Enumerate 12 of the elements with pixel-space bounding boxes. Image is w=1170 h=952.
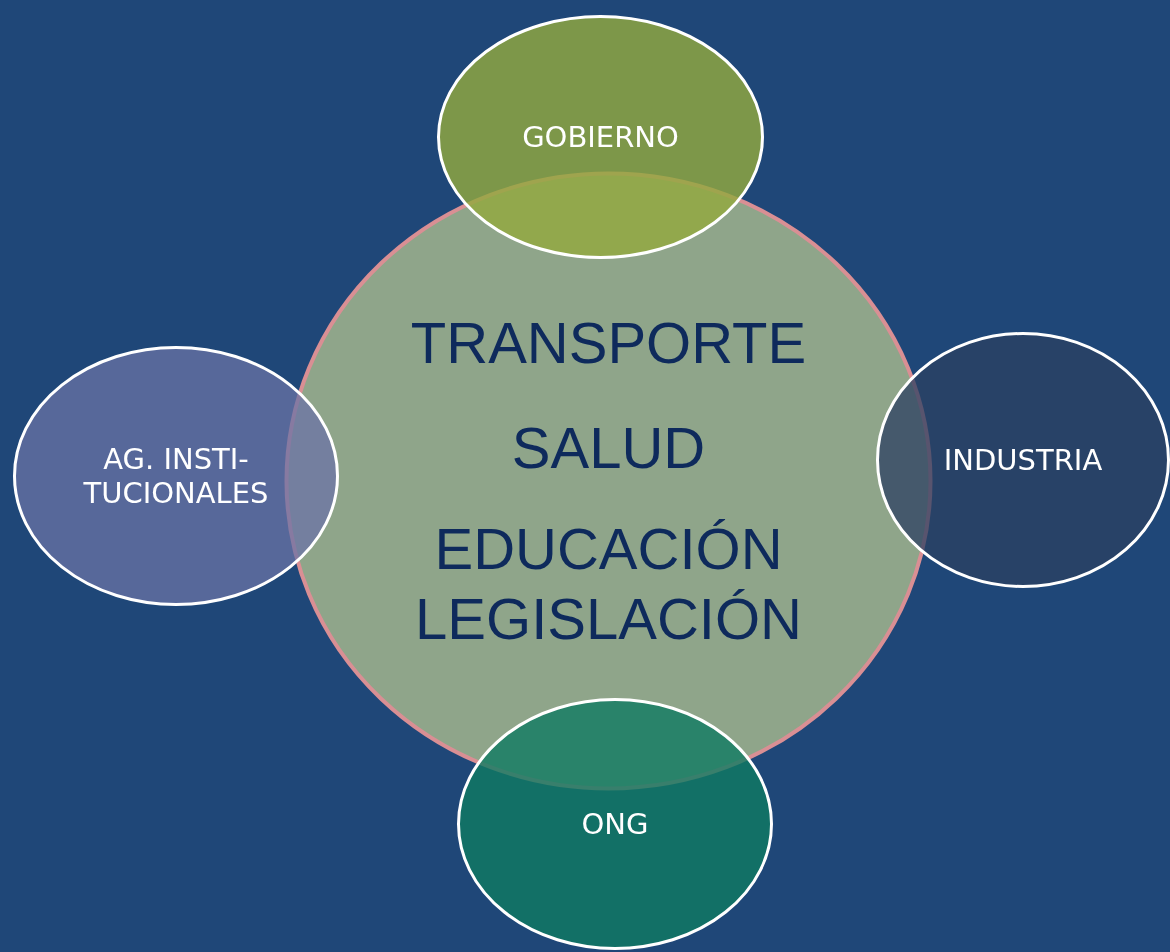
node-label: GOBIERNO xyxy=(521,120,680,154)
ellipse-node xyxy=(876,332,1170,588)
ellipse-node xyxy=(457,698,773,950)
ellipse-node xyxy=(13,346,339,606)
node-label: TRANSPORTE xyxy=(409,309,808,377)
ellipse-node xyxy=(437,15,764,259)
node-label: EDUCACIÓN xyxy=(433,515,784,583)
node-label: LEGISLACIÓN xyxy=(414,585,803,653)
node-label: ONG xyxy=(580,807,650,841)
node-label: INDUSTRIA xyxy=(942,443,1104,477)
node-label: AG. INSTI- TUCIONALES xyxy=(82,442,270,510)
node-label: SALUD xyxy=(510,414,707,482)
